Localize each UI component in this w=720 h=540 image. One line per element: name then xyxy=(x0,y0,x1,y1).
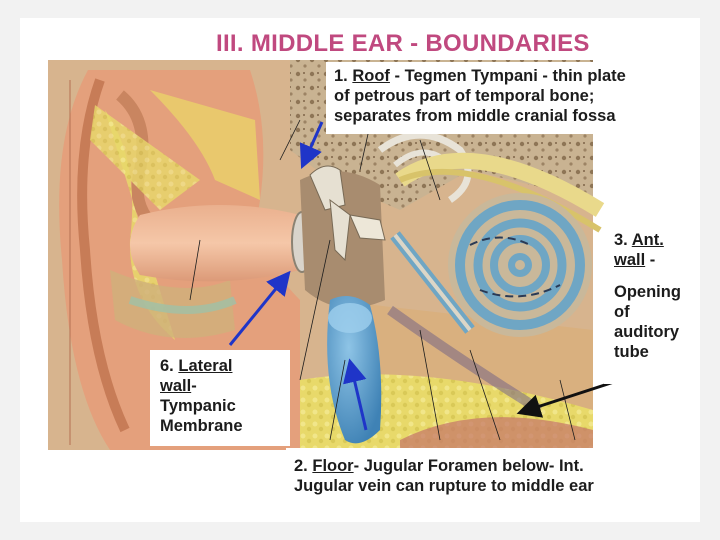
slide-title: III. MIDDLE EAR - BOUNDARIES xyxy=(216,30,590,58)
anterior-desc-1: Opening xyxy=(614,282,681,302)
anterior-wall-label: 3. Ant. wall - Opening of auditory tube xyxy=(614,230,681,362)
lateral-desc-1: Tympanic xyxy=(160,396,243,416)
lateral-keyword-1: Lateral xyxy=(178,357,232,375)
lateral-desc-2: Membrane xyxy=(160,416,243,436)
floor-line1: - Jugular Foramen below- Int. xyxy=(354,457,584,475)
anterior-keyword-2: wall xyxy=(614,251,645,269)
anterior-dash: - xyxy=(645,251,655,269)
anterior-keyword-1: Ant. xyxy=(632,231,664,249)
roof-line2: of petrous part of temporal bone; xyxy=(334,86,626,106)
anterior-desc-3: auditory xyxy=(614,322,681,342)
middle-ear-cavity xyxy=(300,166,385,308)
lateral-number: 6. xyxy=(160,357,174,375)
roof-number: 1. xyxy=(334,67,348,85)
anterior-desc-2: of xyxy=(614,302,681,322)
lateral-keyword-2: wall xyxy=(160,377,191,395)
anterior-number: 3. xyxy=(614,231,628,249)
floor-number: 2. xyxy=(294,457,308,475)
roof-line3: separates from middle cranial fossa xyxy=(334,106,626,126)
roof-keyword: Roof xyxy=(352,67,390,85)
anterior-desc-4: tube xyxy=(614,342,681,362)
external-auditory-canal xyxy=(130,205,300,281)
lateral-dash: - xyxy=(191,377,197,395)
floor-line2: Jugular vein can rupture to middle ear xyxy=(294,476,594,496)
roof-label: 1. Roof - Tegmen Tympani - thin plate of… xyxy=(334,66,626,126)
floor-label: 2. Floor- Jugular Foramen below- Int. Ju… xyxy=(294,456,594,496)
lateral-wall-label: 6. Lateral wall- Tympanic Membrane xyxy=(160,356,243,436)
roof-line1: - Tegmen Tympani - thin plate xyxy=(390,67,626,85)
floor-keyword: Floor xyxy=(312,457,353,475)
